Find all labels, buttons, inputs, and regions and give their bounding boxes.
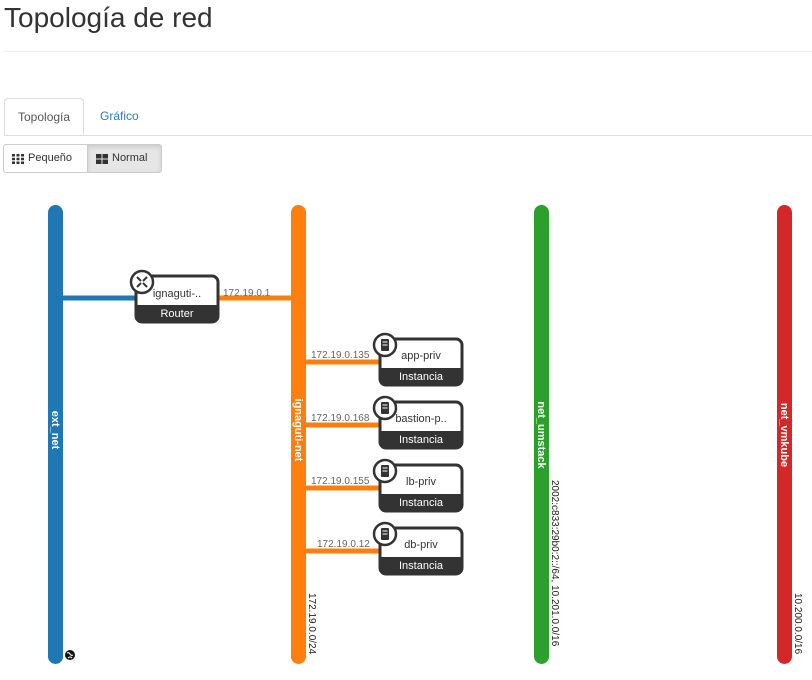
network-cidr: 10.200.0.0/16 bbox=[792, 593, 803, 655]
globe-icon bbox=[65, 650, 75, 660]
page-title: Topología de red bbox=[4, 2, 213, 33]
server-icon bbox=[372, 458, 398, 484]
network-bar[interactable] bbox=[48, 205, 63, 664]
view-tabs: Topología Gráfico bbox=[4, 98, 812, 136]
server-icon bbox=[372, 521, 398, 547]
instance-type: Instancia bbox=[399, 560, 444, 572]
instance-type: Instancia bbox=[399, 434, 444, 446]
server-icon bbox=[372, 332, 398, 358]
small-view-label: Pequeño bbox=[28, 152, 73, 164]
network-name: ignaguti-net bbox=[292, 399, 304, 462]
router-icon bbox=[129, 269, 155, 295]
instance-type: Instancia bbox=[399, 371, 444, 383]
instance-name: lb-priv bbox=[406, 476, 436, 488]
router-ip-label: 172.19.0.1 bbox=[223, 288, 271, 299]
network-name: ext_net bbox=[49, 411, 61, 450]
network-ignaguti-net[interactable]: ignaguti-net bbox=[291, 205, 306, 664]
node-type-bar bbox=[137, 305, 217, 321]
node-type-bar bbox=[381, 494, 461, 510]
instance-type: Instancia bbox=[399, 497, 444, 509]
network-bar[interactable] bbox=[291, 205, 306, 664]
grid-large-icon bbox=[96, 153, 108, 164]
instance-name: bastion-p.. bbox=[395, 413, 446, 425]
small-view-button[interactable]: Pequeño bbox=[3, 144, 88, 173]
network-cidr: 172.19.0.0/24 bbox=[306, 593, 317, 655]
instance-ip-label-3: 172.19.0.12 bbox=[317, 539, 370, 550]
instance-ip-label-1: 172.19.0.168 bbox=[311, 413, 370, 424]
tab-grafico[interactable]: Gráfico bbox=[100, 109, 139, 123]
node-type-bar bbox=[381, 368, 461, 384]
tab-topologia[interactable]: Topología bbox=[4, 98, 84, 135]
server-icon bbox=[372, 395, 398, 421]
normal-view-button[interactable]: Normal bbox=[87, 144, 162, 173]
instance-node-db-priv[interactable]: db-priv Instancia bbox=[372, 521, 464, 576]
instance-node-app-priv[interactable]: app-priv Instancia bbox=[372, 332, 464, 387]
instance-name: app-priv bbox=[401, 350, 441, 362]
instance-node-bastion-p[interactable]: bastion-p.. Instancia bbox=[372, 395, 464, 450]
instance-ip-label-2: 172.19.0.155 bbox=[311, 476, 370, 487]
network-name: net_umstack bbox=[535, 401, 547, 469]
instance-ip-label-0: 172.19.0.135 bbox=[311, 350, 370, 361]
network-name: net_vmkube bbox=[778, 403, 790, 467]
network-ext-net[interactable]: ext_net bbox=[48, 205, 63, 664]
network-bar[interactable] bbox=[777, 205, 792, 664]
instance-node-lb-priv[interactable]: lb-priv Instancia bbox=[372, 458, 464, 513]
instance-name: db-priv bbox=[404, 539, 438, 551]
network-bar[interactable] bbox=[534, 205, 549, 664]
grid-small-icon bbox=[12, 153, 24, 164]
router-type: Router bbox=[160, 308, 193, 320]
network-net-vmkube[interactable]: net_vmkube bbox=[777, 205, 792, 664]
normal-view-label: Normal bbox=[112, 152, 148, 164]
title-divider bbox=[4, 51, 812, 52]
network-net-umstack[interactable]: net_umstack bbox=[534, 205, 549, 664]
network-cidr: 2002:c833:29b0:2::/64, 10.201.0.0/16 bbox=[549, 480, 560, 647]
node-type-bar bbox=[381, 557, 461, 573]
router-node[interactable]: ignaguti-.. Router bbox=[129, 269, 220, 324]
node-type-bar bbox=[381, 431, 461, 447]
router-name: ignaguti-.. bbox=[153, 288, 201, 300]
